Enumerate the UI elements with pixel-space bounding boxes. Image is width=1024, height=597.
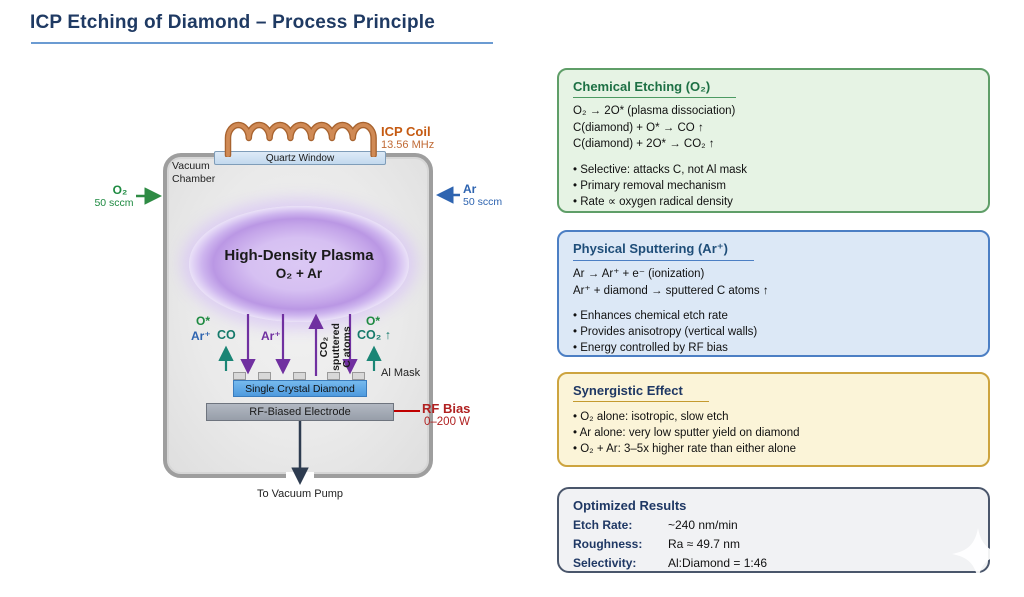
result-row: Selectivity: Al:Diamond = 1:46	[573, 554, 974, 573]
pump-label: To Vacuum Pump	[256, 488, 343, 500]
ar-inlet-flow: 50 sccm	[463, 196, 503, 208]
bullet-item: Ar alone: very low sputter yield on diam…	[573, 425, 974, 441]
icp-coil-icon	[224, 121, 377, 157]
result-row: Etch Rate: ~240 nm/min	[573, 516, 974, 535]
bullet-item: Rate ∝ oxygen radical density	[573, 194, 974, 210]
rf-bias-range: 0–200 W	[424, 416, 471, 428]
formula-line: Ar → Ar⁺ + e⁻ (ionization)	[573, 268, 705, 280]
title-underline	[31, 42, 493, 44]
result-label: Etch Rate:	[573, 518, 633, 532]
rot-c-atoms: C atoms	[341, 326, 353, 368]
bullet-item: Enhances chemical etch rate	[573, 308, 974, 324]
panel-chemical-title: Chemical Etching (O₂)	[573, 79, 737, 98]
species-co-product: CO	[217, 328, 236, 342]
result-label: Selectivity:	[573, 556, 637, 570]
mask-block	[327, 372, 340, 380]
species-sputtered-rotated: CO₂ sputtered C atoms	[318, 319, 353, 375]
panel-sputtering-title: Physical Sputtering (Ar⁺)	[573, 241, 754, 261]
sparkle-watermark-icon	[952, 528, 1004, 580]
result-label: Roughness:	[573, 537, 643, 551]
icp-coil-label: ICP Coil	[381, 124, 431, 139]
diamond-label: Single Crystal Diamond	[245, 382, 355, 395]
panel-synergy-title: Synergistic Effect	[573, 383, 709, 402]
bullet-item: Primary removal mechanism	[573, 178, 974, 194]
result-value: Ra ≈ 49.7 nm	[668, 537, 740, 551]
panel-synergistic-effect: Synergistic Effect O₂ alone: isotropic, …	[557, 372, 990, 467]
diamond-substrate: Single Crystal Diamond	[233, 380, 367, 397]
pump-port-gap	[286, 472, 314, 483]
rf-electrode: RF-Biased Electrode	[206, 403, 394, 421]
panel-physical-sputtering: Physical Sputtering (Ar⁺) Ar → Ar⁺ + e⁻ …	[557, 230, 990, 357]
rot-co2: CO₂	[318, 336, 330, 358]
panel-chemical-etching: Chemical Etching (O₂) O₂ → 2O* (plasma d…	[557, 68, 990, 213]
plasma-label-line1: High-Density Plasma	[224, 247, 374, 264]
icp-coil-frequency: 13.56 MHz	[381, 139, 435, 151]
bullet-item: O₂ + Ar: 3–5x higher rate than either al…	[573, 441, 974, 457]
electrode-label: RF-Biased Electrode	[249, 406, 351, 418]
result-value: Al:Diamond = 1:46	[668, 556, 768, 570]
rf-bias-label: RF Bias	[422, 401, 471, 416]
bullet-item: O₂ alone: isotropic, slow etch	[573, 409, 974, 425]
species-o-radical-right: O*	[366, 314, 381, 328]
ar-inlet-label: Ar	[463, 182, 477, 196]
formula-line: C(diamond) + O* → CO ↑	[573, 121, 704, 134]
vacuum-chamber-label: Vacuum Chamber	[172, 160, 216, 185]
al-mask-label: Al Mask	[381, 367, 421, 379]
formula-line: C(diamond) + 2O* → CO₂ ↑	[573, 138, 715, 150]
mask-block	[233, 372, 246, 380]
species-o-radical-left: O*	[196, 314, 211, 328]
o2-inlet-label: O₂	[112, 183, 128, 197]
mask-block	[258, 372, 271, 380]
quartz-window: Quartz Window	[214, 151, 386, 165]
result-row: Roughness: Ra ≈ 49.7 nm	[573, 535, 974, 554]
mask-block	[293, 372, 306, 380]
formula-line: Ar⁺ + diamond → sputtered C atoms ↑	[573, 284, 769, 297]
bullet-item: Selective: attacks C, not Al mask	[573, 162, 974, 178]
species-co2-product: CO₂ ↑	[357, 328, 392, 342]
o2-inlet-flow: 50 sccm	[94, 197, 134, 209]
plasma-label-line2: O₂ + Ar	[275, 266, 323, 281]
page-title: ICP Etching of Diamond – Process Princip…	[30, 12, 436, 33]
mask-block	[352, 372, 365, 380]
species-ar-ion-left: Ar⁺	[191, 329, 211, 343]
species-ar-ion-mid: Ar⁺	[261, 329, 281, 343]
quartz-window-label: Quartz Window	[265, 152, 335, 164]
bullet-item: Provides anisotropy (vertical walls)	[573, 324, 974, 340]
result-value: ~240 nm/min	[668, 518, 738, 532]
panel-results-title: Optimized Results	[573, 498, 687, 513]
plasma-region: High-Density Plasma O₂ + Ar	[189, 206, 409, 322]
bullet-item: Energy controlled by RF bias	[573, 340, 974, 356]
formula-line: O₂ → 2O* (plasma dissociation)	[573, 105, 736, 117]
panel-optimized-results: Optimized Results Etch Rate: ~240 nm/min…	[557, 487, 990, 573]
